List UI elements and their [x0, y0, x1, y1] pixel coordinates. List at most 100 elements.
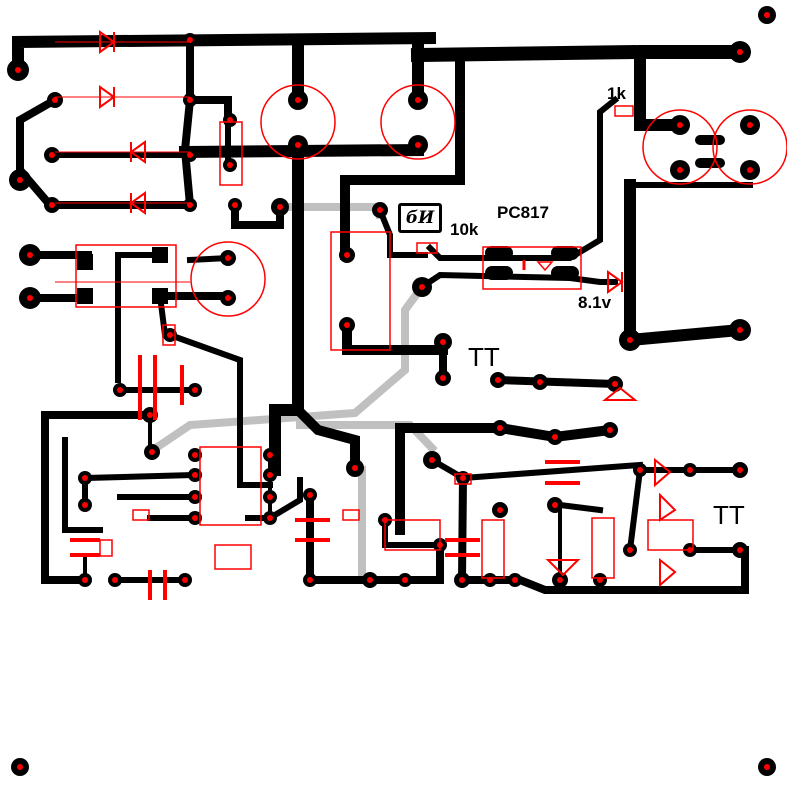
component-outline-rect	[614, 105, 634, 117]
drill-hole	[377, 207, 383, 213]
drill-hole	[277, 204, 283, 210]
drill-hole	[344, 252, 350, 258]
drill-hole	[192, 515, 198, 521]
copper-trace	[62, 437, 103, 533]
drill-hole	[460, 475, 466, 481]
component-outline-circle	[260, 84, 336, 160]
drill-hole	[497, 425, 503, 431]
component-outline-rect	[214, 544, 252, 570]
drill-hole	[764, 764, 770, 770]
copper-trace	[382, 517, 443, 548]
component-outline-rect	[199, 446, 262, 526]
drill-hole	[27, 295, 33, 301]
drill-hole	[187, 97, 193, 103]
component-outline-rect	[162, 324, 176, 346]
copper-trace	[306, 491, 444, 584]
drill-hole	[440, 375, 446, 381]
copper-trace	[115, 252, 163, 383]
copper-trace	[624, 179, 747, 347]
copper-trace	[81, 471, 199, 482]
copper-trace	[417, 271, 618, 292]
copper-trace	[340, 50, 465, 260]
label-transistor-1: TT	[468, 342, 500, 372]
drill-hole	[49, 202, 55, 208]
copper-trace	[556, 501, 604, 514]
drill-hole	[459, 577, 465, 583]
component-outline-rect	[75, 244, 177, 308]
drill-hole	[747, 167, 753, 173]
drill-hole	[17, 177, 23, 183]
component-outline-rect	[132, 509, 150, 521]
drill-hole	[225, 255, 231, 261]
copper-trace	[626, 466, 644, 554]
drill-hole	[495, 377, 501, 383]
copper-trace	[457, 473, 749, 594]
oval-pad	[485, 246, 513, 260]
square-pad	[152, 247, 168, 263]
drill-hole	[147, 412, 153, 418]
copper-trace	[245, 477, 303, 521]
drill-hole	[537, 379, 543, 385]
drill-hole	[49, 152, 55, 158]
component-outline-rect	[219, 121, 243, 186]
component-outline-rect	[454, 473, 472, 485]
oval-pad	[695, 158, 725, 168]
drill-hole	[557, 577, 563, 583]
square-pad	[152, 288, 168, 304]
drill-hole	[687, 467, 693, 473]
drill-hole	[267, 515, 273, 521]
drill-hole	[429, 457, 435, 463]
label-transistor-2: TT	[713, 500, 745, 530]
copper-traces	[12, 31, 753, 594]
drill-hole	[607, 427, 613, 433]
drill-hole	[187, 152, 193, 158]
drill-hole	[737, 467, 743, 473]
drill-hole	[677, 122, 683, 128]
drill-hole	[415, 97, 421, 103]
drill-hole	[225, 295, 231, 301]
label-zener-8-1v: 8.1v	[578, 293, 612, 312]
copper-trace	[459, 461, 644, 482]
drill-hole	[167, 332, 173, 338]
copper-pads	[7, 6, 776, 776]
logo-mark: бИ	[398, 203, 442, 233]
component-outline-rect	[481, 519, 505, 579]
drill-hole	[27, 252, 33, 258]
square-pad	[77, 254, 93, 270]
drill-hole	[367, 577, 373, 583]
drill-hole	[627, 337, 633, 343]
drill-hole	[17, 764, 23, 770]
component-outline-circle	[712, 109, 787, 185]
drill-hole	[117, 387, 123, 393]
drill-hole	[295, 142, 301, 148]
copper-trace	[180, 95, 195, 210]
drill-hole	[149, 449, 155, 455]
drill-hole	[295, 97, 301, 103]
copper-trace	[342, 320, 448, 355]
copper-trace	[410, 45, 747, 63]
drill-hole	[737, 327, 743, 333]
drill-hole	[512, 577, 518, 583]
oval-pad	[551, 246, 579, 260]
diode-symbol	[602, 386, 638, 401]
label-1k: 1k	[607, 84, 626, 103]
drill-hole	[192, 472, 198, 478]
copper-trace	[186, 36, 232, 124]
drill-hole	[182, 577, 188, 583]
drill-hole	[637, 467, 643, 473]
silkscreen-outlines	[55, 30, 787, 600]
drill-hole	[82, 502, 88, 508]
drill-hole	[677, 167, 683, 173]
drill-hole	[307, 492, 313, 498]
component-outline-circle	[642, 109, 718, 185]
drill-hole	[440, 339, 446, 345]
oval-pad	[551, 266, 579, 280]
drill-hole	[192, 494, 198, 500]
drill-hole	[307, 577, 313, 583]
copper-trace	[166, 331, 273, 488]
component-outline-circle	[190, 241, 266, 317]
diode-symbol	[545, 559, 581, 577]
component-outline-rect	[384, 519, 441, 551]
jumper-wire	[147, 281, 428, 456]
drill-hole	[15, 67, 21, 73]
